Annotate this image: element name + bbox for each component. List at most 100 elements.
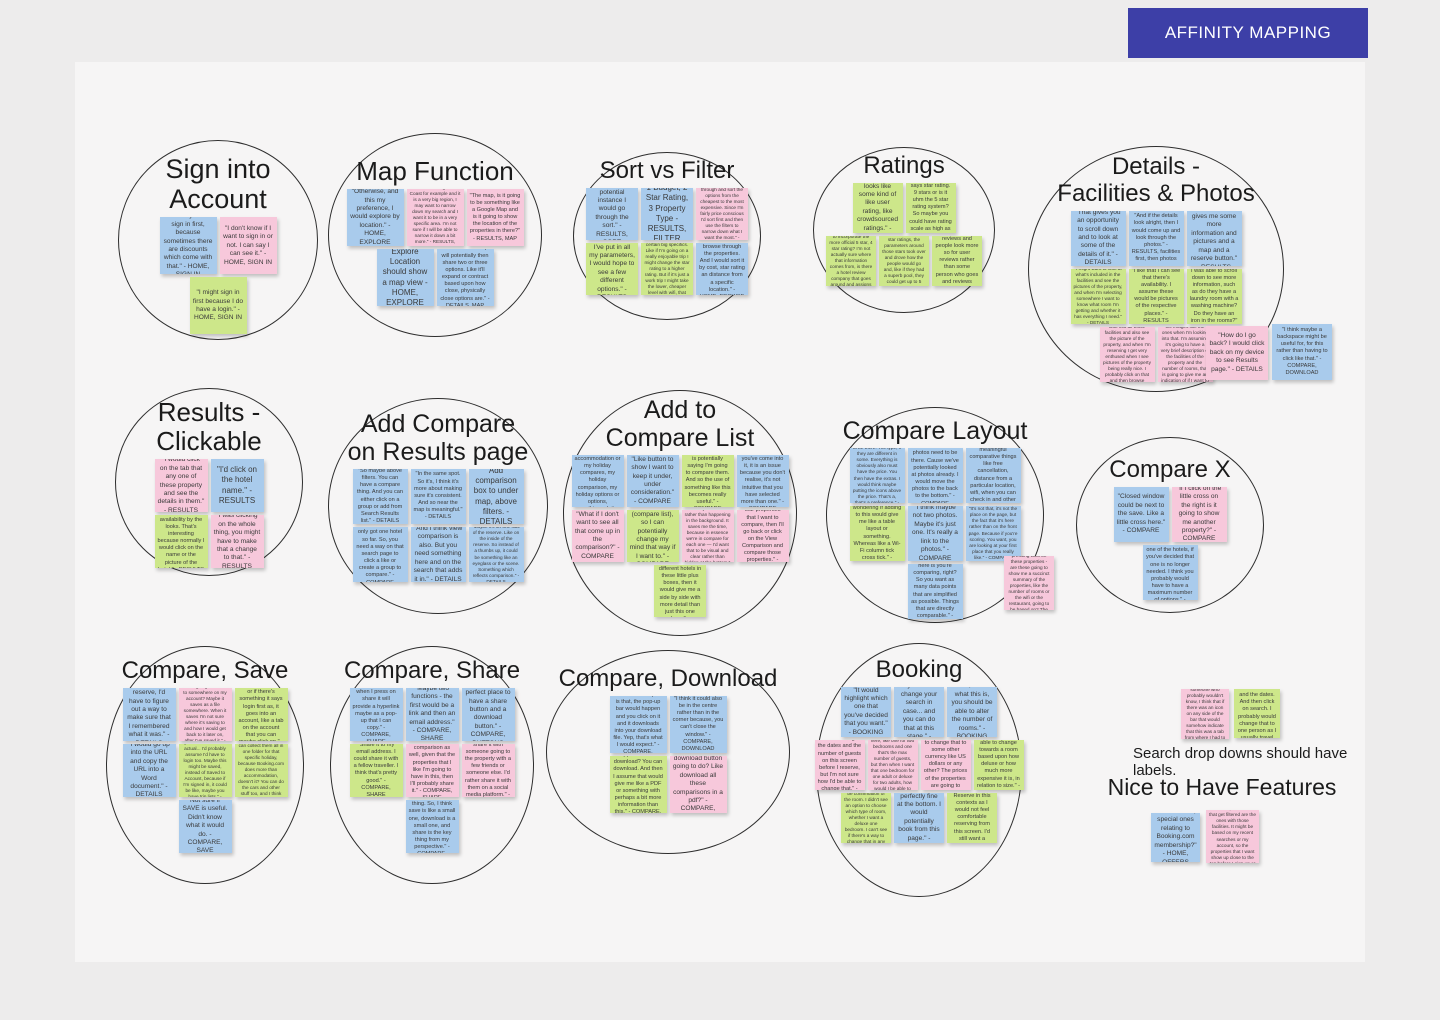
sticky-note[interactable]: "My assumption is if I'm able to add dif… — [654, 565, 706, 617]
sticky-note[interactable]: "I'm not quite sure about this Reserve b… — [947, 792, 997, 843]
sticky-note-details-back[interactable]: "How do I go back? I would click back on… — [1206, 326, 1268, 380]
cluster-compare-share: Compare, Share"I expect that when I pres… — [330, 646, 534, 884]
sticky-note-nice-misc-pink[interactable]: "I'm assuming if there's a difference in… — [1206, 810, 1259, 863]
sticky-note[interactable]: "You might have like a that trip, a Save… — [234, 743, 288, 797]
sticky-note-layout-comment[interactable]: "I can definitely see more on the left. … — [1004, 556, 1054, 610]
sticky-note[interactable]: "I was clicking on the whole thing, you … — [210, 515, 264, 569]
sticky-note[interactable]: Add comparison box to under map, above f… — [468, 469, 524, 524]
note-row: "If I didn't reserve, I'd have to figure… — [122, 687, 288, 741]
sticky-note[interactable]: "And then that gives me some more inform… — [1186, 210, 1242, 266]
cluster-add-to-compare: Add to Compare List"Maybe something like… — [563, 390, 797, 636]
sticky-note[interactable]: "The map, is it going to be something li… — [466, 189, 524, 247]
sticky-note-search-hint-pink[interactable]: "I know that grid icon is a way to overr… — [1181, 689, 1229, 739]
sticky-note-details-backspace[interactable]: "I think maybe a backspace might be usef… — [1272, 324, 1332, 380]
sticky-note[interactable]: "In the same spot. So it's, I think it's… — [410, 469, 466, 524]
sticky-note[interactable]: "A group function is potentially saying … — [681, 455, 734, 507]
sticky-note[interactable]: "That gives you an opportunity to scroll… — [1070, 210, 1126, 266]
sticky-note[interactable]: "The currency mentioned on the site, wil… — [920, 739, 971, 790]
sticky-note[interactable]: "Share it to my email address. I could s… — [349, 743, 403, 797]
sticky-note[interactable]: "I don't know if the photos need to be t… — [907, 448, 963, 503]
sticky-note[interactable]: "And if the details look alright, then I… — [1128, 210, 1184, 266]
sticky-note[interactable]: "I think maybe not two photos. Maybe it'… — [907, 506, 963, 561]
sticky-note[interactable]: "Like button to show I want to keep it u… — [626, 455, 679, 507]
sticky-note[interactable]: "It's not that, it's not the place on th… — [965, 506, 1021, 561]
sticky-note[interactable]: "Reserve is perfectly fine at the bottom… — [894, 792, 944, 843]
sticky-note[interactable]: "I expect that when I press on share it … — [349, 687, 403, 741]
note-row: "I actually would sign in first, because… — [159, 217, 277, 275]
sticky-note[interactable]: "I actually would sign in first, because… — [159, 217, 217, 275]
sticky-note[interactable]: "I like that I can see that there's avai… — [1128, 268, 1184, 324]
sticky-note[interactable]: "I would click on the tab that any one o… — [154, 459, 208, 513]
sticky-note[interactable]: "With download, what I would expect is t… — [609, 695, 667, 753]
sticky-note[interactable]: "I might want to look at what's included… — [1070, 268, 1126, 324]
sticky-note[interactable]: "And then save would just be saved to th… — [178, 743, 232, 797]
sticky-note[interactable]: "If I click on the little cross on the r… — [1171, 486, 1227, 542]
sticky-note[interactable]: "I would like to see all the images like… — [1157, 326, 1213, 382]
sticky-note[interactable]: "I would be just to browse through the p… — [696, 242, 748, 295]
sticky-note[interactable]: "I'd want to be able to change the dates… — [814, 739, 865, 790]
sticky-note[interactable]: "What if I don't want to see all that co… — [571, 510, 624, 562]
sticky-note[interactable]: "I think it could also be in the centre … — [669, 695, 727, 753]
sticky-note[interactable]: "Because the map will potentially then s… — [436, 249, 494, 307]
sticky-note[interactable]: "Usually once I've put in all my paramet… — [586, 242, 638, 295]
sticky-note[interactable]: "When I'm taking the first glance I'll p… — [1099, 326, 1155, 382]
sticky-note[interactable]: "The middle part should be meaningful co… — [965, 448, 1021, 503]
sticky-note[interactable]: "Otherwise, and this my preference, I wo… — [346, 189, 404, 247]
sticky-note[interactable]: "I'm clicking on availability by the loo… — [154, 515, 208, 569]
sticky-note[interactable]: "We'd like being able to change towards … — [973, 739, 1024, 790]
sticky-note[interactable]: "It's good that you can change your sear… — [894, 686, 944, 737]
sticky-note[interactable]: "I like it and it's actively searched ra… — [681, 510, 734, 562]
sticky-note[interactable]: "I think I'd rather share it if I have t… — [461, 743, 515, 797]
sticky-note[interactable]: "I think maybe share is the key thing. S… — [405, 799, 459, 853]
sticky-note[interactable]: "I'd be sharing the comparison as well, … — [405, 743, 459, 797]
sticky-note[interactable]: "Alright, what happens if I click downlo… — [609, 755, 667, 813]
sticky-note[interactable]: "If it's the first time you've come into… — [736, 455, 789, 507]
sticky-note[interactable]: "Just maybe in the past when they had st… — [879, 235, 929, 286]
note-row: "Share it to my email address. I could s… — [349, 743, 515, 797]
sticky-note[interactable]: "I'm a little confused, is this going to… — [178, 687, 232, 741]
sticky-note[interactable]: "If I didn't reserve, I'd have to figure… — [122, 687, 176, 741]
sticky-note[interactable]: "But then going back to the page with th… — [905, 182, 956, 233]
sticky-note[interactable]: 1 Budget, 2 Star Rating, 3 Property Type… — [641, 187, 693, 240]
sticky-note[interactable]: "If I'm selecting Gold Coast for example… — [406, 189, 464, 247]
sticky-note[interactable]: "So it brings up (compare list), so I ca… — [626, 510, 679, 562]
sticky-note[interactable]: "These crosses would remove each one of … — [1142, 544, 1198, 600]
sticky-note[interactable]: "I like it, but I've only got one hotel … — [352, 527, 408, 582]
sticky-note[interactable]: "I was just wondering if adding to this … — [849, 506, 905, 561]
sticky-note[interactable]: "Maybe two functions - the first would b… — [405, 687, 459, 741]
sticky-note[interactable]: "I don't know if I want to sign in or no… — [219, 217, 277, 275]
sticky-note[interactable]: Explore Location should show a map view … — [376, 249, 434, 307]
sticky-note[interactable]: "Then if I have all four properties that… — [736, 510, 789, 562]
sticky-note[interactable]: "I would go up into the URL and copy the… — [122, 743, 176, 797]
sticky-note[interactable]: "I'm going to go through and sort the op… — [696, 187, 748, 240]
sticky-note[interactable]: "I think that's a perfect place to have … — [461, 687, 515, 741]
sticky-note[interactable]: "And this is going to be confirmation of… — [841, 792, 891, 843]
sticky-note-nice-offers-blue[interactable]: "Is that offers, special ones relating t… — [1151, 813, 1200, 862]
sticky-note[interactable]: "What you're doing here is you're compar… — [907, 564, 963, 619]
note-row: "Closed window could be next to the save… — [1113, 486, 1227, 542]
sticky-note[interactable]: "In the first potential instance I would… — [586, 187, 638, 240]
sticky-note[interactable]: "And I think view comparison is also. Bu… — [410, 527, 466, 582]
sticky-note[interactable]: "What if I have two different options in… — [867, 739, 918, 790]
cluster-title: Compare X — [1109, 456, 1231, 483]
sticky-note[interactable]: "Well, I think what this is, you should … — [947, 686, 997, 737]
sticky-note[interactable]: "I'd click on the hotel name." - RESULTS — [210, 459, 264, 513]
sticky-note[interactable]: "What I'm seeing here looks like some ki… — [852, 182, 903, 233]
sticky-note[interactable]: "It would highlight which one that you'v… — [841, 686, 891, 737]
sticky-note[interactable]: "Closed window could be next to the save… — [1113, 486, 1169, 542]
sticky-note[interactable]: "I might change those filters if I'm wan… — [641, 242, 693, 295]
sticky-note[interactable]: Not sure if SAVE is useful. Didn't know … — [178, 799, 232, 853]
sticky-note[interactable]: "Obviously the user rating, is there a w… — [826, 235, 876, 286]
sticky-note[interactable]: "So maybe above filters. You can have a … — [352, 469, 408, 524]
sticky-note-search-hint-green[interactable]: "I would use this page to put in a locat… — [1234, 689, 1280, 738]
sticky-note[interactable]: "Because I think now the user is more in… — [932, 235, 982, 286]
sticky-note[interactable]: "I might sign in first because I do have… — [189, 277, 247, 335]
sticky-note[interactable]: "What is the download button going to do… — [669, 755, 727, 813]
sticky-note[interactable]: "I was wondering if I was able to scroll… — [1186, 268, 1242, 324]
note-row: "Obviously the user rating, is there a w… — [826, 235, 982, 286]
cluster-ellipse — [106, 646, 304, 884]
sticky-note[interactable]: "Maybe it's on one side of the reserve. … — [468, 527, 524, 582]
sticky-note[interactable]: "Maybe something like compare my accommo… — [571, 455, 624, 507]
